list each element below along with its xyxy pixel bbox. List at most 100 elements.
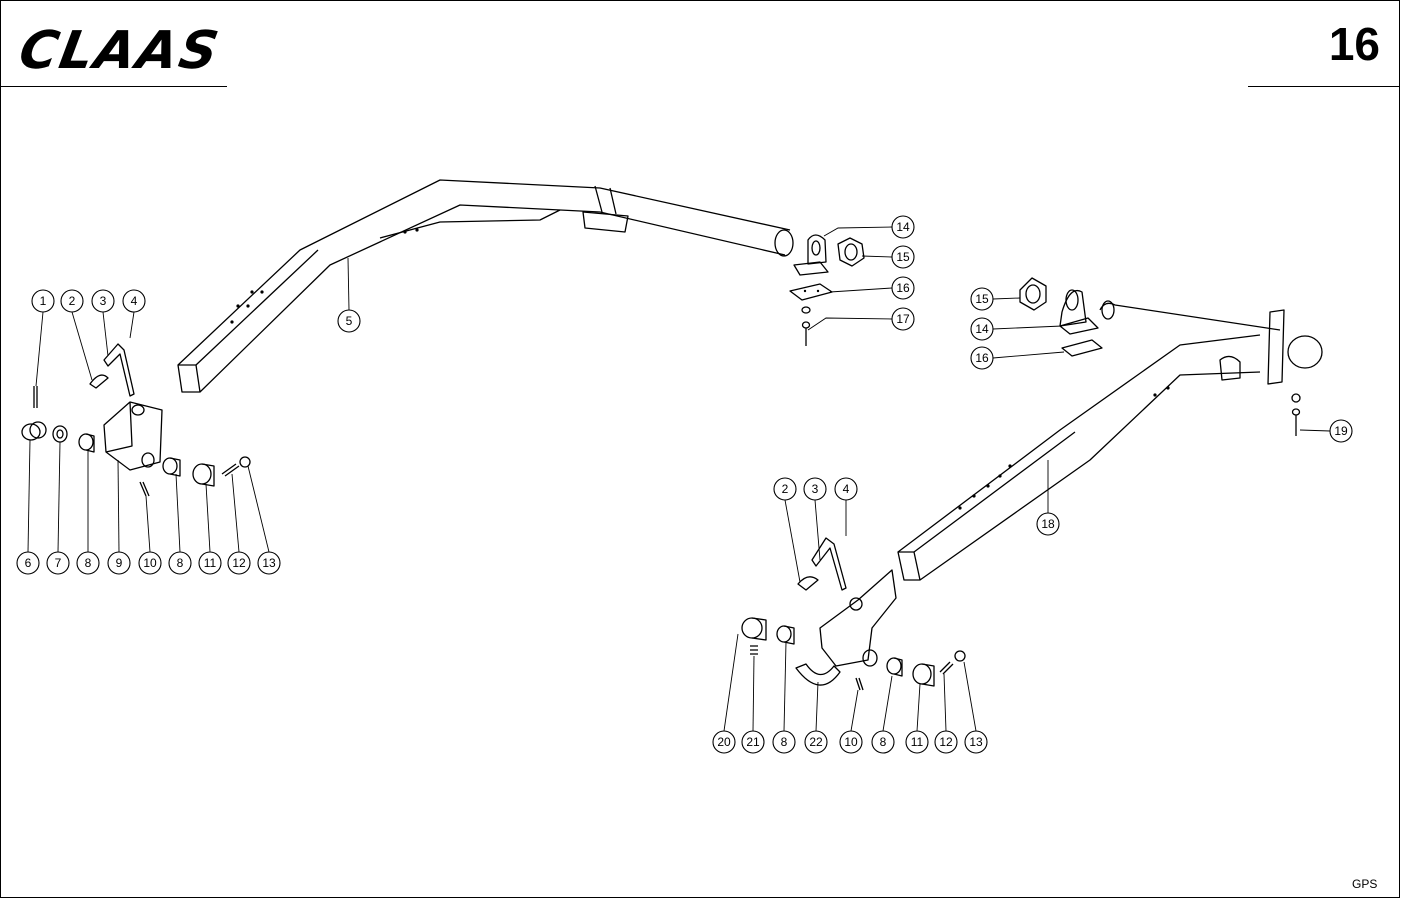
spring-12-lower <box>939 661 954 675</box>
page-number: 16 <box>1328 18 1380 70</box>
pin-3 <box>103 343 135 397</box>
svg-text:18: 18 <box>1041 517 1055 531</box>
svg-text:13: 13 <box>262 556 276 570</box>
spring-21 <box>750 645 758 655</box>
svg-text:14: 14 <box>975 322 989 336</box>
svg-text:14: 14 <box>896 220 910 234</box>
callout-13: 13 <box>964 730 988 754</box>
callout-2: 2 <box>773 477 797 501</box>
callout-7: 7 <box>46 551 70 575</box>
pin-3-lower <box>811 537 847 591</box>
roller-20 <box>741 617 767 641</box>
callout-18: 18 <box>1036 512 1060 536</box>
svg-text:4: 4 <box>131 294 138 308</box>
header-rule-left <box>1 86 227 87</box>
svg-text:22: 22 <box>809 735 823 749</box>
callout-2: 2 <box>60 289 84 313</box>
svg-text:15: 15 <box>975 292 989 306</box>
callout-19: 19 <box>1329 419 1353 443</box>
bushing-8-lower-b <box>886 657 903 677</box>
bracket-14-right <box>1059 289 1099 335</box>
callout-8: 8 <box>168 551 192 575</box>
callout-12: 12 <box>227 551 251 575</box>
svg-text:2: 2 <box>69 294 76 308</box>
callout-14: 14 <box>970 317 994 341</box>
svg-text:21: 21 <box>746 735 760 749</box>
bolt-19 <box>1291 393 1301 436</box>
bolt-17 <box>801 306 811 346</box>
bracket-14-upper <box>793 234 829 276</box>
callout-13: 13 <box>257 551 281 575</box>
svg-text:11: 11 <box>911 735 924 749</box>
svg-text:12: 12 <box>232 556 246 570</box>
callout-8: 8 <box>871 730 895 754</box>
svg-text:12: 12 <box>939 735 953 749</box>
callout-22: 22 <box>804 730 828 754</box>
callout-5: 5 <box>337 309 361 333</box>
svg-text:8: 8 <box>177 556 184 570</box>
svg-text:8: 8 <box>85 556 92 570</box>
svg-text:6: 6 <box>25 556 32 570</box>
svg-text:5: 5 <box>346 314 353 328</box>
callout-4: 4 <box>122 289 146 313</box>
callout-20: 20 <box>712 730 736 754</box>
leader-lines <box>27 226 1331 732</box>
callout-4: 4 <box>834 477 858 501</box>
callout-11: 11 <box>905 730 929 754</box>
header-rule-right <box>1248 86 1400 87</box>
split-pin-10-left <box>139 481 150 497</box>
callout-16: 16 <box>891 276 915 300</box>
callout-8: 8 <box>76 551 100 575</box>
washer-7-left <box>52 425 68 443</box>
svg-text:3: 3 <box>100 294 107 308</box>
svg-text:9: 9 <box>116 556 123 570</box>
callout-3: 3 <box>91 289 115 313</box>
spring-12-left <box>221 463 240 477</box>
footer-code: GPS <box>1352 877 1378 891</box>
frame-tube-18 <box>897 300 1323 581</box>
callout-8: 8 <box>772 730 796 754</box>
svg-text:1: 1 <box>40 294 47 308</box>
svg-text:13: 13 <box>969 735 983 749</box>
svg-text:11: 11 <box>204 556 217 570</box>
bushing-8-left-b <box>162 457 181 477</box>
callout-10: 10 <box>138 551 162 575</box>
gasket-15-upper <box>837 237 865 267</box>
svg-text:10: 10 <box>143 556 157 570</box>
svg-text:15: 15 <box>896 250 910 264</box>
callout-1: 1 <box>31 289 55 313</box>
svg-text:20: 20 <box>717 735 731 749</box>
clip-2-lower <box>797 576 819 591</box>
roller-11-lower <box>912 663 935 687</box>
plate-16-right <box>1061 339 1103 357</box>
pin-1 <box>33 386 38 408</box>
svg-text:2: 2 <box>782 482 789 496</box>
plate-16-upper <box>789 283 833 301</box>
svg-text:17: 17 <box>896 312 910 326</box>
svg-text:10: 10 <box>844 735 858 749</box>
roller-11-left <box>192 463 215 487</box>
svg-text:7: 7 <box>55 556 62 570</box>
callout-17: 17 <box>891 307 915 331</box>
callout-15: 15 <box>970 287 994 311</box>
callout-10: 10 <box>839 730 863 754</box>
callout-14: 14 <box>891 215 915 239</box>
bushing-8-lower-a <box>776 625 795 645</box>
callout-6: 6 <box>16 551 40 575</box>
bushing-6-left <box>21 421 47 441</box>
callout-11: 11 <box>198 551 222 575</box>
gasket-15-right <box>1019 277 1047 311</box>
svg-text:4: 4 <box>843 482 850 496</box>
bushing-8-left-a <box>78 433 95 453</box>
nut-13-left <box>239 456 251 468</box>
callout-12: 12 <box>934 730 958 754</box>
svg-text:16: 16 <box>896 281 910 295</box>
callout-16: 16 <box>970 346 994 370</box>
callout-9: 9 <box>107 551 131 575</box>
svg-text:19: 19 <box>1334 424 1348 438</box>
svg-text:8: 8 <box>781 735 788 749</box>
callout-15: 15 <box>891 245 915 269</box>
nut-13-lower <box>954 650 966 662</box>
